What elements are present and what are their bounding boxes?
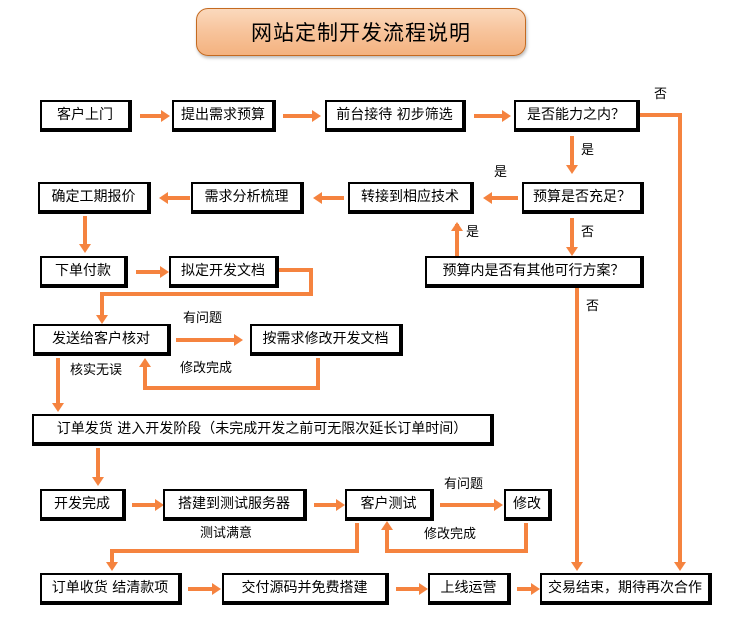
edge-label-budget-no: 否 [581,225,595,240]
edge-verified-ok [56,358,60,406]
edge-n9-n10 [136,270,162,274]
arrowhead-n3-n4 [502,110,511,122]
node-send-to-customer-review[interactable]: 发送给客户核对 [33,324,171,356]
arrowhead-n14-n15 [92,477,104,486]
edge-modify-loop-h [385,549,528,553]
arrowhead-alt-no [571,562,583,571]
edge-n1-n2 [140,114,163,118]
edge-revise-loop-v2 [143,364,147,390]
node-development-complete[interactable]: 开发完成 [40,489,126,521]
arrowhead-modify-loop [381,521,393,530]
edge-n17-n18 [440,503,496,507]
node-order-received-settled[interactable]: 订单收货 结清款项 [40,573,182,605]
arrowhead-n9-n10 [160,266,169,278]
edge-n12-n13 [176,338,236,342]
edge-capability-yes [570,136,574,168]
node-customer-visit[interactable]: 客户上门 [40,100,132,132]
arrowhead-n21-n22 [531,583,540,595]
edge-n8-n7 [492,196,518,200]
arrowhead-n17-n18 [494,499,503,511]
node-confirm-quote[interactable]: 确定工期报价 [38,182,151,214]
node-assign-technician[interactable]: 转接到相应技术 [348,182,474,214]
edge-label-alt-yes: 是 [466,225,480,240]
edge-test-pass-v1 [355,523,359,553]
edge-label-verified-ok: 核实无误 [70,363,123,378]
node-customer-testing[interactable]: 客户测试 [345,489,434,521]
node-revise-dev-document[interactable]: 按需求修改开发文档 [250,324,403,356]
edge-n14-n15 [96,448,100,480]
node-draft-dev-document[interactable]: 拟定开发文档 [169,256,279,288]
edge-label-alt-no: 否 [586,299,600,314]
node-modify[interactable]: 修改 [504,489,552,521]
arrowhead-n5-n9 [79,244,91,253]
edge-n10-n12-v1 [309,268,313,296]
arrowhead-capability-no [674,562,686,571]
arrowhead-alt-yes [451,222,463,231]
edge-budget-no [570,218,574,250]
arrowhead-n20-n21 [419,583,428,595]
node-alternative-plan-check[interactable]: 预算内是否有其他可行方案？ [425,256,644,288]
chart-title: 网站定制开发流程说明 [196,8,526,56]
arrowhead-n12-n13 [234,334,243,346]
edge-n15-n16 [132,503,157,507]
arrowhead-n1-n2 [161,110,170,122]
edge-n2-n3 [283,114,314,118]
edge-label-budget-yes: 是 [494,165,508,180]
edge-label-has-issue-doc: 有问题 [183,311,223,326]
edge-label-test-satisfied: 测试满意 [200,526,253,541]
node-order-shipped-dev-stage[interactable]: 订单发货 进入开发阶段（未完成开发之前可无限次延长订单时间） [32,414,494,446]
edge-n5-n9 [83,216,87,246]
edge-test-pass-h [110,549,359,553]
node-deliver-source-code[interactable]: 交付源码并免费搭建 [222,573,389,605]
edge-label-capability-no: 否 [654,87,668,102]
edge-modify-loop-v1 [524,523,528,553]
edge-capability-no-h [640,113,682,117]
edge-n10-n12-h1 [279,268,313,272]
arrowhead-n10-n12 [96,315,108,324]
edge-n16-n17 [314,503,338,507]
arrowhead-n15-n16 [155,499,164,511]
edge-alt-no [575,288,579,565]
edge-n10-n12-h2 [100,292,313,296]
arrowhead-n8-n7 [483,192,492,204]
edge-revise-loop-h [143,386,320,390]
edge-n21-n22 [517,587,535,591]
node-place-order-payment[interactable]: 下单付款 [40,256,128,288]
edge-n20-n21 [396,587,421,591]
node-reception-screening[interactable]: 前台接待 初步筛选 [325,100,466,132]
edge-label-capability-yes: 是 [581,143,595,158]
edge-label-revise-done-doc: 修改完成 [180,361,233,376]
arrowhead-revise-loop [139,358,151,367]
edge-test-pass-v2 [110,549,114,565]
node-budget-check[interactable]: 预算是否充足？ [522,182,644,214]
arrowhead-verified-ok [52,403,64,412]
node-capability-check[interactable]: 是否能力之内？ [514,100,640,132]
edge-alt-yes [455,224,459,256]
arrowhead-budget-no [566,247,578,256]
node-go-live[interactable]: 上线运营 [428,573,511,605]
arrowhead-test-pass [106,562,118,571]
edge-n19-n20 [188,587,214,591]
arrowhead-n19-n20 [212,583,221,595]
arrowhead-n6-n5 [159,192,168,204]
node-transaction-end[interactable]: 交易结束，期待再次合作 [540,573,712,605]
edge-capability-no-v [678,113,682,565]
node-submit-requirements[interactable]: 提出需求预算 [172,100,276,132]
node-requirement-analysis[interactable]: 需求分析梳理 [191,182,304,214]
edge-label-revise-done-test: 修改完成 [424,527,477,542]
edge-n3-n4 [474,114,504,118]
edge-n10-n12-v2 [100,292,104,318]
edge-n6-n5 [168,196,190,200]
edge-label-has-issue-test: 有问题 [444,477,484,492]
edge-n7-n6 [322,196,344,200]
edge-modify-loop-v2 [385,527,389,551]
edge-revise-loop-v1 [316,358,320,390]
arrowhead-n2-n3 [312,110,321,122]
arrowhead-n7-n6 [313,192,322,204]
arrowhead-n16-n17 [336,499,345,511]
arrowhead-capability-yes [566,165,578,174]
node-deploy-test-server[interactable]: 搭建到测试服务器 [163,489,307,521]
